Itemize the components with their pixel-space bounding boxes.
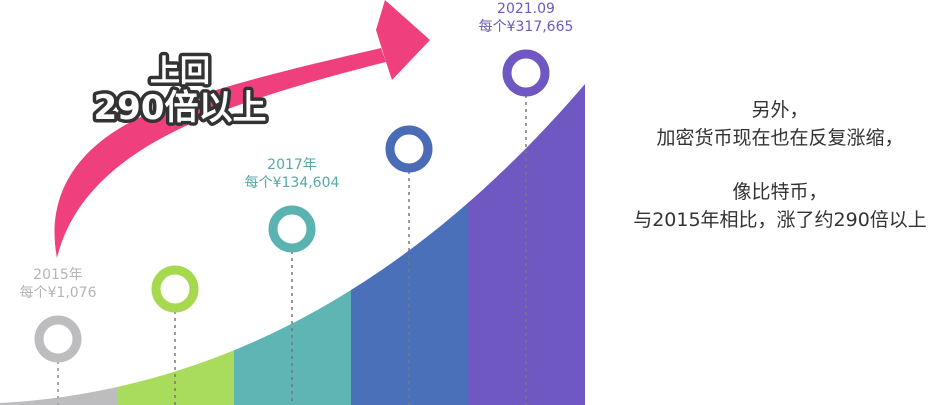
data-ring [151, 265, 199, 313]
data-ring [34, 315, 82, 363]
year-label: 2017年 [267, 157, 317, 173]
arrow-body [54, 48, 387, 258]
side-text-line2: 加密货币现在也在反复涨缩， [656, 127, 904, 149]
arrow-caption-line2: 290倍以上 [94, 88, 267, 128]
data-ring [502, 49, 550, 97]
data-ring [385, 125, 433, 173]
value-label: 每个¥1,076 [20, 285, 97, 301]
arrow-head [376, 0, 430, 80]
side-text-line1: 另外， [751, 99, 809, 121]
value-label: 每个¥134,604 [245, 175, 340, 191]
year-label: 2015年 [33, 267, 83, 283]
data-rings [34, 49, 550, 363]
side-description: 另外， 加密货币现在也在反复涨缩， 像比特币， 与2015年相比，涨了约290倍… [620, 96, 940, 234]
year-label: 2021.09 [497, 1, 555, 17]
arrow-caption: 上回 290倍以上 [90, 51, 270, 132]
arrow-caption-line1: 上回 [150, 54, 210, 89]
side-text-line4: 与2015年相比，涨了约290倍以上 [633, 209, 927, 231]
side-text-gap [620, 152, 940, 178]
guide-lines [57, 95, 527, 405]
value-label: 每个¥317,665 [479, 19, 574, 35]
data-ring [268, 205, 316, 253]
side-text-line3: 像比特币， [732, 181, 828, 203]
growth-arrow [54, 0, 430, 258]
